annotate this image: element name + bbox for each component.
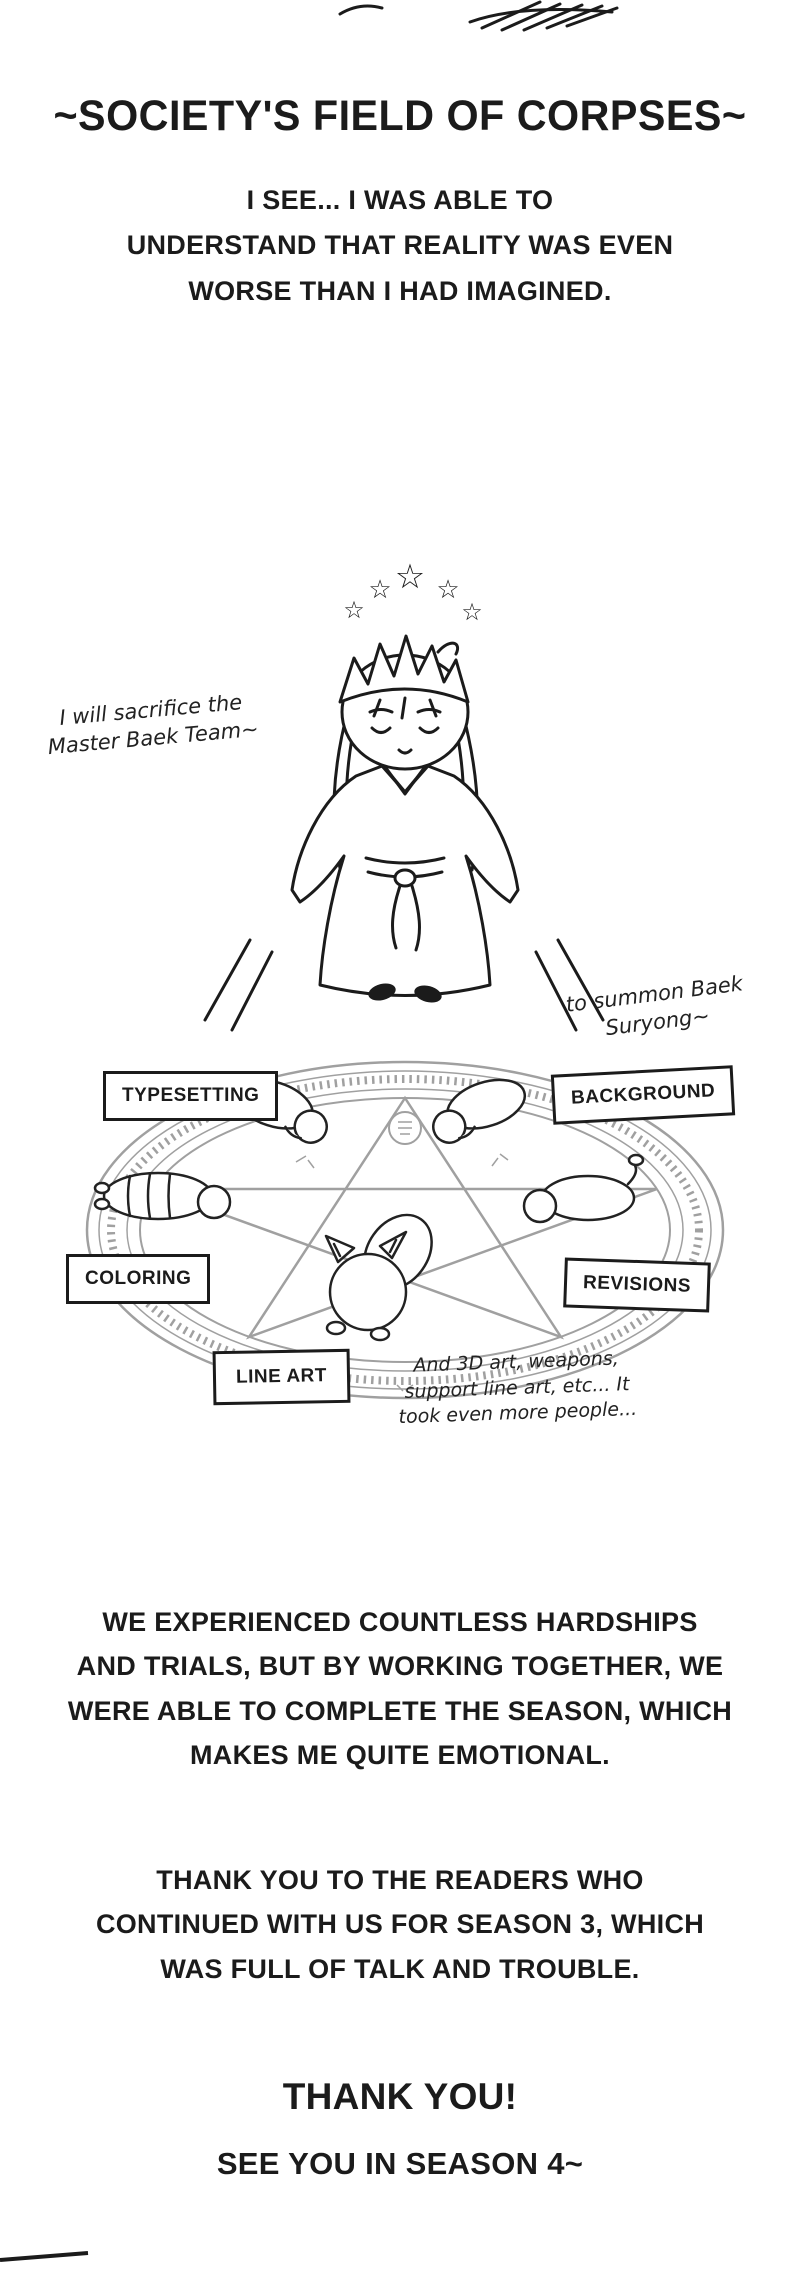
hardships-text: WE EXPERIENCED COUNTLESS HARDSHIPS AND T… [67, 1607, 733, 1770]
rune-marks [295, 1153, 509, 1392]
label-line-art: LINE ART [212, 1348, 351, 1406]
collapsed-body-revisions [522, 1153, 645, 1224]
readers-thanks-text: THANK YOU TO THE READERS WHO CONTINUED W… [95, 1865, 705, 1984]
label-typesetting: TYPESETTING [103, 1071, 279, 1121]
svg-text:☆: ☆ [461, 598, 483, 626]
halo-stars-icon: ☆ ☆ ☆ ☆ ☆ [343, 557, 483, 626]
svg-text:☆: ☆ [395, 557, 425, 597]
character-foot-right [414, 985, 442, 1003]
rune-ring [107, 1075, 703, 1385]
label-revisions: REVISIONS [563, 1257, 711, 1313]
collapsed-body-background [432, 1078, 527, 1144]
label-background: BACKGROUND [550, 1065, 736, 1125]
thank-you-text: THANK YOU! [282, 2076, 518, 2117]
top-scribble [338, 0, 619, 32]
character-hair [338, 634, 470, 704]
master-baek-character [290, 634, 520, 1003]
extra-credits-note: And 3D art, weapons, support line art, e… [398, 1347, 638, 1429]
intro-text: I SEE... I WAS ABLE TO UNDERSTAND THAT R… [126, 185, 674, 306]
summoning-circle [85, 1060, 725, 1400]
svg-text:☆: ☆ [436, 575, 459, 605]
page-title: ~SOCIETY'S FIELD OF CORPSES~ [53, 92, 747, 140]
circle-emblem [388, 1111, 422, 1145]
pentagram [152, 1095, 658, 1340]
character-foot-left [368, 983, 396, 1001]
label-coloring: COLORING [66, 1254, 211, 1304]
character-face [368, 708, 442, 755]
bottom-edge-line [0, 2251, 89, 2262]
collapsed-body-coloring [93, 1171, 232, 1221]
svg-text:☆: ☆ [343, 596, 365, 624]
collapsed-cat-eared-figure [324, 1213, 433, 1342]
svg-text:☆: ☆ [368, 575, 391, 605]
motion-lines [203, 938, 605, 1032]
see-you-text: SEE YOU IN SEASON 4~ [216, 2146, 584, 2181]
